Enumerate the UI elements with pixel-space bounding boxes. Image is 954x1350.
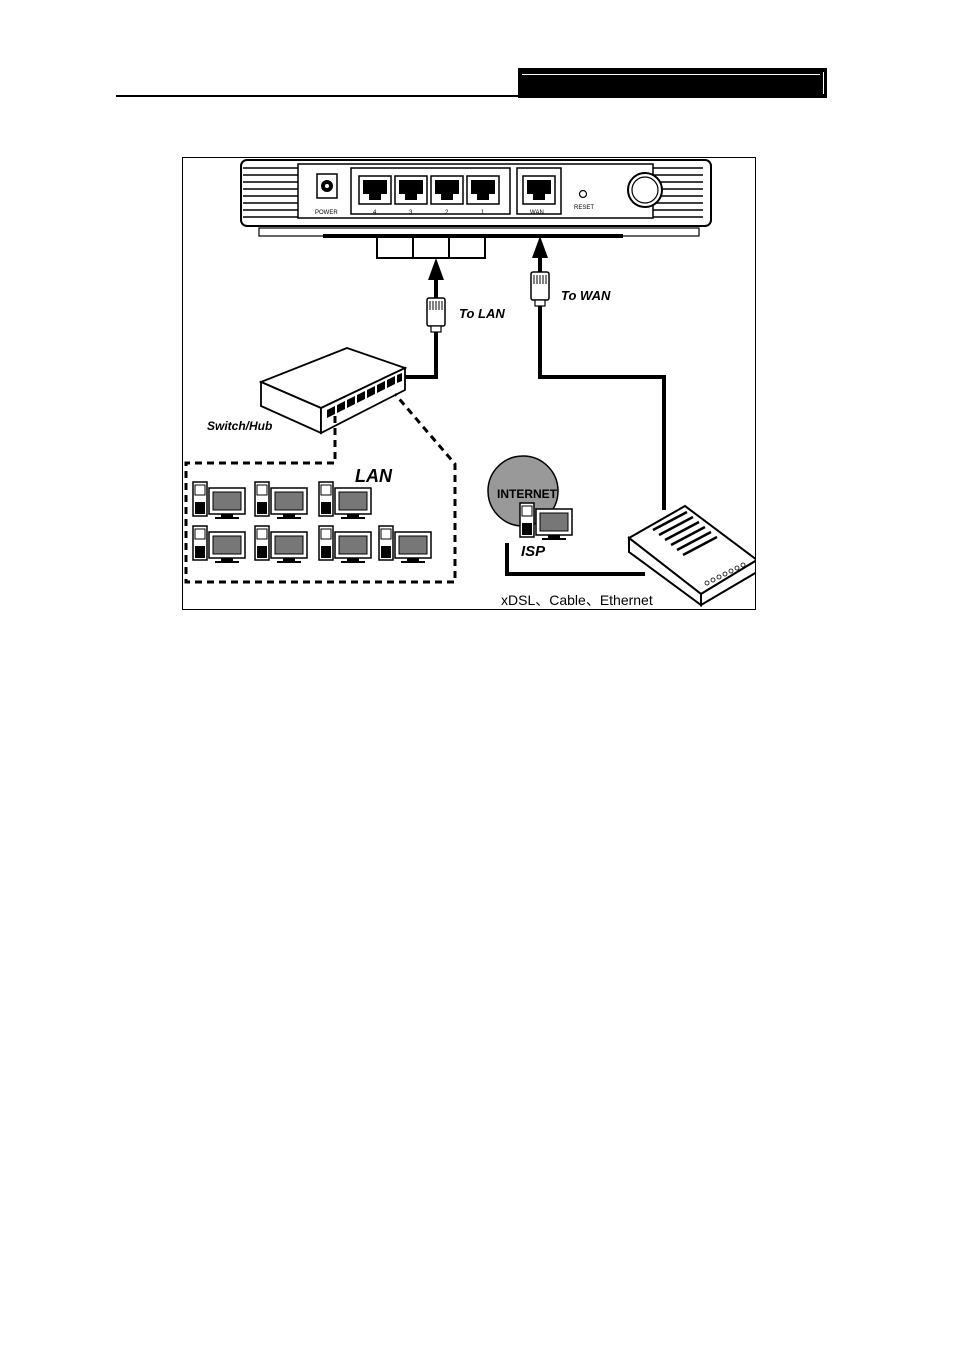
modem bbox=[629, 506, 755, 605]
router-rear-panel: POWER 4 3 2 1 WAN RESET bbox=[241, 160, 711, 238]
lan-pc-1 bbox=[193, 482, 245, 519]
network-diagram: POWER 4 3 2 1 WAN RESET bbox=[182, 157, 756, 610]
power-label: POWER bbox=[315, 210, 338, 216]
switch-hub bbox=[261, 348, 405, 433]
lan-pc-4 bbox=[193, 526, 245, 563]
lan-pc-5 bbox=[255, 526, 307, 563]
lan-port-bracket bbox=[377, 236, 485, 258]
wan-rj45-plug bbox=[531, 272, 549, 306]
header-title-bar bbox=[518, 68, 827, 98]
to-lan-label: To LAN bbox=[459, 306, 505, 321]
lan-port-3 bbox=[395, 176, 427, 204]
reset-button bbox=[580, 191, 587, 198]
isp-label: ISP bbox=[521, 543, 546, 560]
connection-types-label: xDSL、Cable、Ethernet bbox=[501, 592, 653, 608]
power-jack bbox=[317, 174, 337, 198]
to-wan-label: To WAN bbox=[561, 288, 611, 303]
lan-port-4 bbox=[359, 176, 391, 204]
lan-label: LAN bbox=[355, 466, 393, 486]
lan-pc-2 bbox=[255, 482, 307, 519]
lan-rj45-plug bbox=[427, 298, 445, 332]
reset-label: RESET bbox=[574, 205, 594, 211]
wan-port bbox=[523, 176, 555, 204]
wan-arrow bbox=[532, 236, 548, 272]
lan-pc-7 bbox=[379, 526, 431, 563]
switch-hub-label: Switch/Hub bbox=[207, 419, 272, 433]
lan-pc-6 bbox=[319, 526, 371, 563]
wan-label: WAN bbox=[530, 210, 544, 216]
header-bar-edge bbox=[823, 72, 824, 94]
lan-pc-3 bbox=[319, 482, 371, 519]
antenna-connector bbox=[628, 173, 662, 207]
isp-pc bbox=[520, 503, 572, 540]
lan-arrow bbox=[428, 258, 444, 298]
header-bar-line bbox=[522, 74, 820, 75]
lan-port-1 bbox=[467, 176, 499, 204]
lan-port-2 bbox=[431, 176, 463, 204]
internet-label: INTERNET bbox=[497, 487, 558, 501]
